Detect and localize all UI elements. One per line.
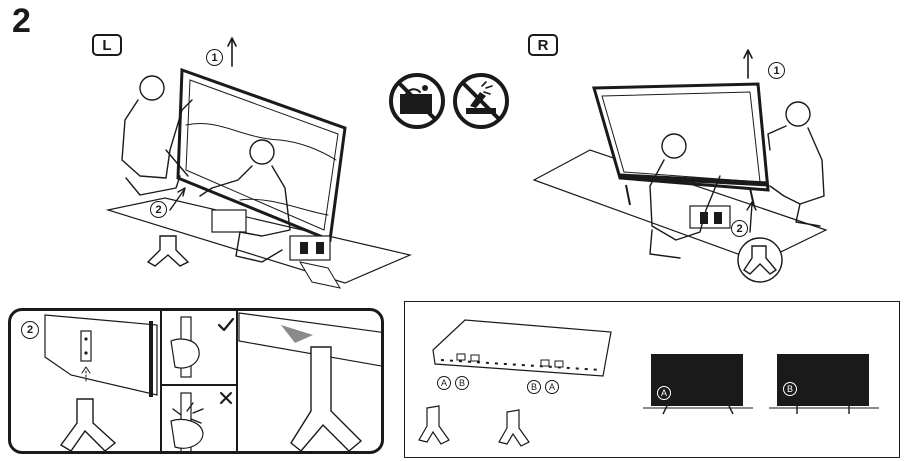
slot-b-right-label: B <box>527 380 541 394</box>
slot-a-left-label: A <box>437 376 451 390</box>
stand-position-panel: A B B A A B <box>404 301 900 458</box>
step-two-marker-right: 2 <box>731 220 748 237</box>
slot-b-left-label: B <box>455 376 469 390</box>
check-icon <box>217 317 235 333</box>
stand-slots-drawing <box>405 302 901 459</box>
cross-icon <box>219 391 233 405</box>
tv-position-a-label: A <box>657 386 671 400</box>
stand-insertion-drawing <box>11 311 384 454</box>
stand-insertion-detail-panel: 2 <box>8 308 384 454</box>
arrow-up-icon <box>744 50 752 78</box>
tv-position-b-label: B <box>783 382 797 396</box>
slot-a-right-label: A <box>545 380 559 394</box>
right-assembly-illustration <box>0 0 906 300</box>
